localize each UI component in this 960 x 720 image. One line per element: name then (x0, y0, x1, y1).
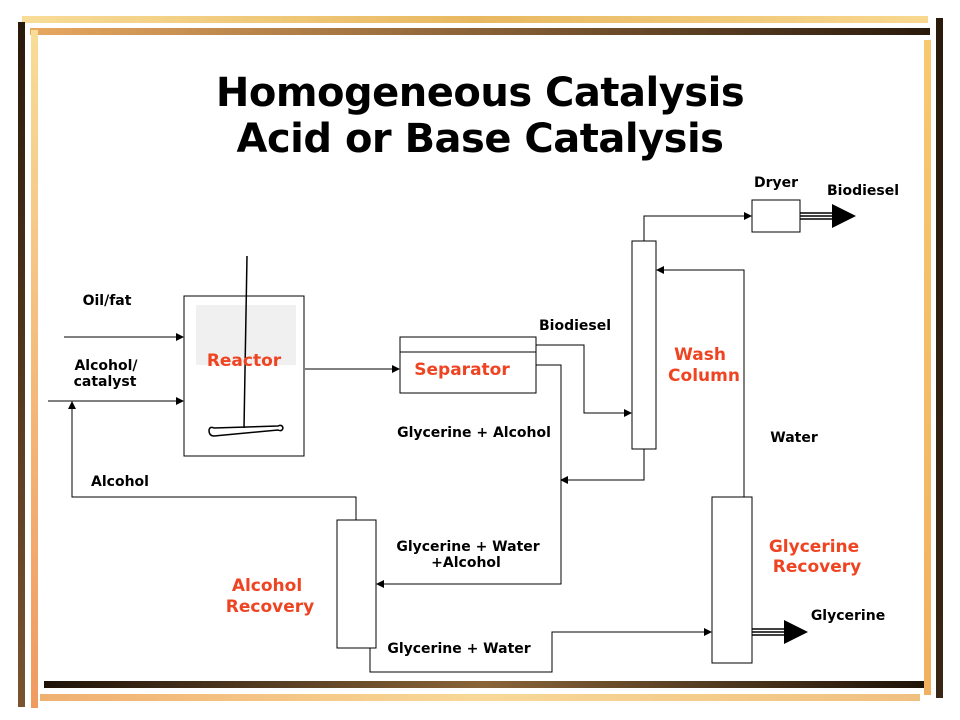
wash-to-dryer-stream (643, 212, 752, 241)
glycerine-alcohol-label: Glycerine + Alcohol (397, 425, 551, 441)
frame-top-bar-light (22, 16, 928, 23)
frame-right-bar-dark (936, 18, 943, 698)
glycerine-recovery-label-1: Glycerine (769, 537, 859, 557)
alcohol-recycle-stream (68, 401, 357, 520)
separator-vessel (399, 336, 537, 394)
stirrer-shaft (243, 255, 248, 429)
frame-left-bar-dark (18, 22, 25, 707)
wash-bottom-stream (560, 449, 645, 484)
alcohol-catalyst-label-2: catalyst (74, 374, 137, 390)
oil-fat-label: Oil/fat (83, 293, 132, 309)
glycerine-recovery-label-2: Recovery (773, 557, 861, 577)
stirrer-blade (208, 424, 284, 437)
dryer-vessel (751, 199, 801, 233)
glycerine-recovery-vessel (711, 496, 753, 664)
frame-bottom-bar-dark (44, 681, 924, 688)
glycerine-product-label: Glycerine (811, 608, 885, 624)
glycerine-product-arrow (752, 620, 808, 644)
alcohol-catalyst-label-1: Alcohol/ (74, 358, 138, 374)
biodiesel-product-arrow (800, 204, 856, 228)
alcohol-recovery-vessel (336, 519, 377, 649)
glycerine-water-stream (369, 628, 712, 673)
dryer-label: Dryer (754, 175, 798, 191)
reactor-label: Reactor (207, 351, 282, 371)
frame-left-bar-orange (31, 30, 38, 708)
separator-label: Separator (414, 360, 510, 380)
title-line-1: Homogeneous Catalysis (215, 70, 745, 116)
frame-top-bar-dark (30, 28, 930, 35)
frame-right-bar-light (924, 40, 931, 695)
alcohol-recovery-label-2: Recovery (226, 597, 314, 617)
glycerine-water-alcohol-label-1: Glycerine + Water (396, 539, 539, 555)
water-label: Water (770, 430, 818, 446)
frame-bottom-bar-light (40, 694, 920, 701)
wash-column-label-1: Wash (674, 345, 726, 365)
alcohol-recovery-label-1: Alcohol (232, 576, 302, 596)
biodiesel-product-label: Biodiesel (827, 183, 899, 199)
title-line-2: Acid or Base Catalysis (236, 116, 725, 162)
separator-biodiesel-label: Biodiesel (539, 318, 611, 334)
alcohol-recycle-label: Alcohol (91, 474, 149, 490)
wash-column-label-2: Column (668, 366, 740, 386)
separator-biodiesel-stream (536, 344, 632, 417)
water-stream (656, 266, 745, 497)
glycerine-alcohol-stream (376, 364, 562, 588)
glycerine-water-alcohol-label-2: +Alcohol (431, 555, 501, 571)
glycerine-water-label: Glycerine + Water (387, 641, 530, 657)
wash-column-vessel (631, 240, 657, 450)
